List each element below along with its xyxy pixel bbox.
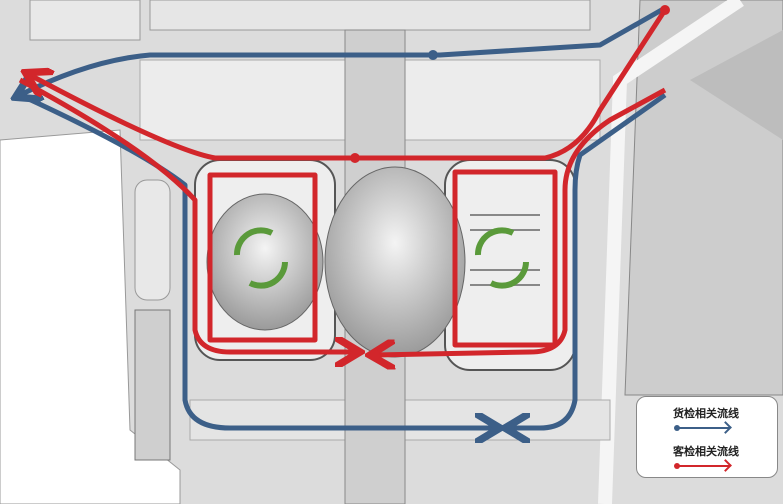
cargo-flow-east-south (510, 92, 667, 428)
passenger-flow-west-south (18, 77, 355, 352)
field-east (690, 30, 783, 140)
cargo-node (15, 90, 25, 100)
passenger-node (370, 350, 380, 360)
inspection-hall-main (324, 166, 466, 358)
cargo-flow-west-south (18, 92, 495, 428)
legend-passenger-arrow-icon (674, 463, 729, 469)
passenger-node (660, 5, 670, 15)
passenger-flow-east-south (375, 87, 667, 355)
legend-label-cargo: 货检相关流线 (673, 407, 739, 420)
block-top-left (29, 0, 141, 41)
flow-nodes (15, 5, 670, 433)
cargo-node (428, 50, 438, 60)
passenger-loop-east (452, 169, 558, 348)
passenger-flow-north (30, 8, 668, 161)
passenger-loop-west (207, 172, 318, 343)
block-west (0, 129, 181, 504)
legend: 货检相关流线 客检相关流线 (636, 396, 778, 478)
legend-cargo-arrow-icon (674, 425, 729, 431)
cycle-arrows-east-icon (474, 227, 529, 289)
legend-label-passenger: 客检相关流线 (673, 445, 739, 458)
cycle-arrows-west-icon (233, 227, 288, 289)
building-west-tall (134, 309, 171, 461)
inspection-hall-west (206, 193, 324, 331)
parking-west (134, 179, 171, 301)
passenger-node (350, 153, 360, 163)
cargo-node (505, 423, 515, 433)
block-top (149, 0, 591, 31)
